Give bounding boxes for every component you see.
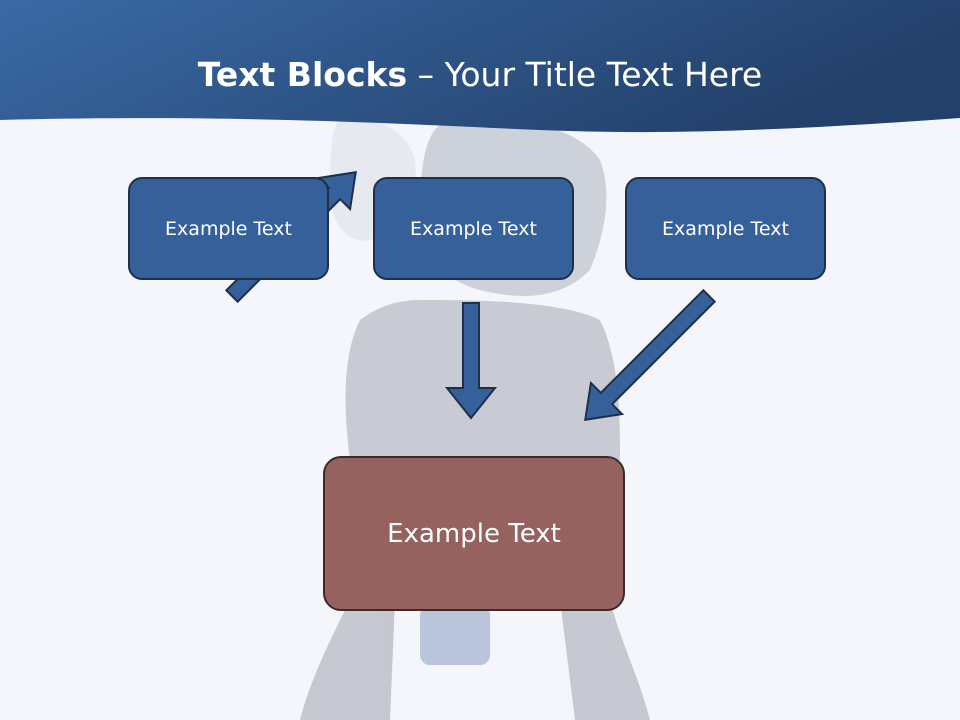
title-separator: – xyxy=(407,55,445,94)
text-block-left: Example Text xyxy=(128,177,329,280)
arrow-center xyxy=(444,302,498,420)
arrow-right xyxy=(584,288,717,421)
text-block-center: Example Text xyxy=(373,177,574,280)
slide-title: Text Blocks – Your Title Text Here xyxy=(0,52,960,98)
header-band xyxy=(0,0,960,133)
title-bold: Text Blocks xyxy=(197,55,408,94)
text-block-right: Example Text xyxy=(625,177,826,280)
title-rest: Your Title Text Here xyxy=(444,55,763,94)
text-block-result: Example Text xyxy=(323,456,625,611)
